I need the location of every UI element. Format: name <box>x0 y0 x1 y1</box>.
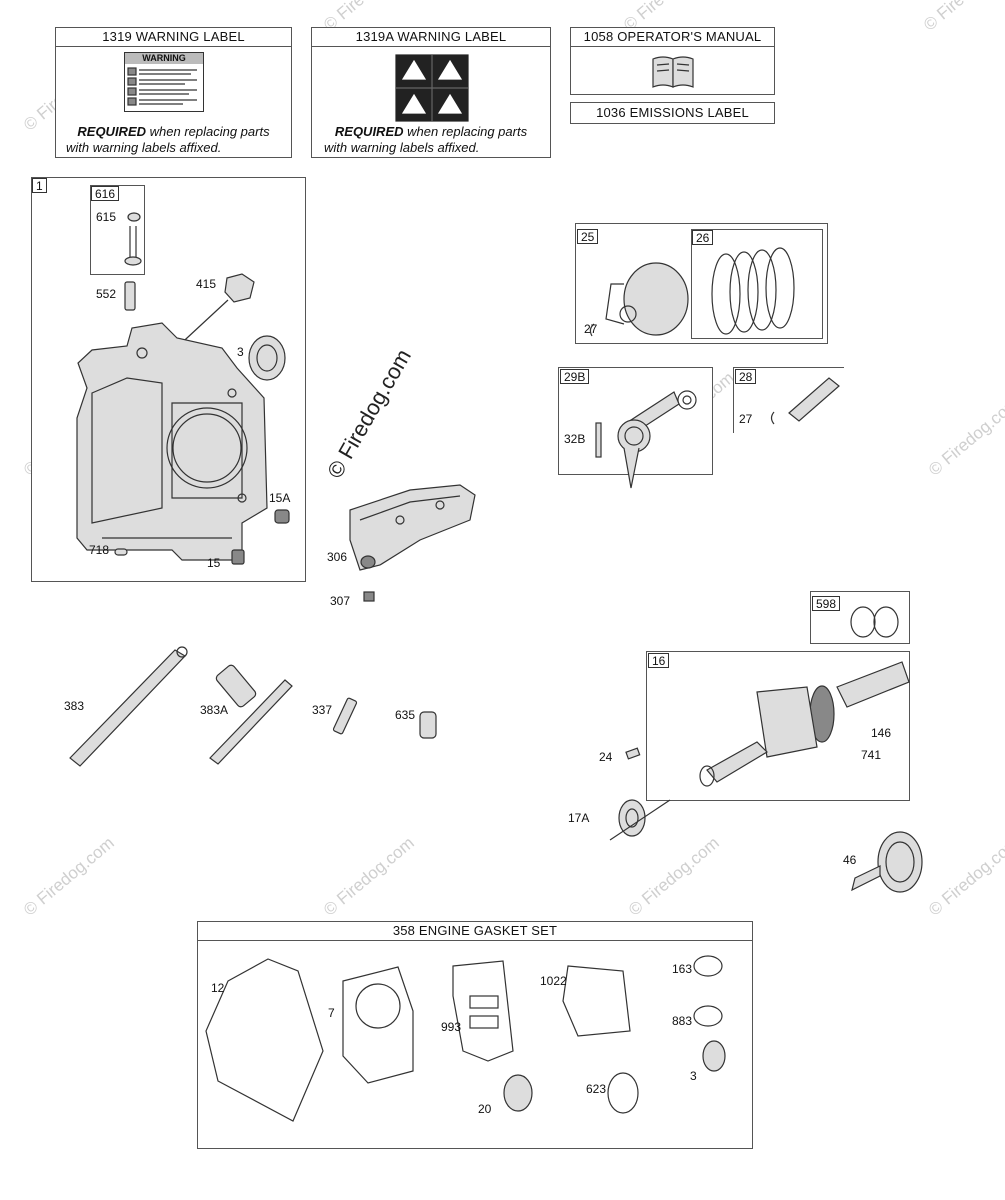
required-note: REQUIRED when replacing parts <box>77 124 270 139</box>
operators-manual-box: 1058 OPERATOR'S MANUAL <box>570 27 775 95</box>
part-label: 615 <box>96 210 117 224</box>
part-label: 552 <box>96 287 117 301</box>
warning-label-1319a-box: 1319A WARNING LABEL REQUIRED when replac… <box>311 27 551 158</box>
part-label: 27 <box>739 412 753 426</box>
warning-text-lines-icon <box>127 67 197 106</box>
watermark: © Firedog.com <box>925 393 1005 480</box>
part-label: 306 <box>327 550 348 564</box>
watermark: © Firedog.com <box>920 0 1005 35</box>
warning-label-1319a-title: 1319A WARNING LABEL <box>312 28 550 47</box>
key-drawing <box>625 747 641 760</box>
piston-drawing <box>589 247 795 337</box>
hazard-symbols-icon <box>395 54 469 122</box>
cylinder-shield-drawing <box>349 484 476 602</box>
part-label: 383 <box>64 699 85 713</box>
engine-block-drawing <box>76 212 290 565</box>
part-label: 15A <box>269 491 291 505</box>
piston-pin-box: 28 27 <box>733 367 844 433</box>
part-label: 635 <box>395 708 416 722</box>
part-label: 17A <box>568 811 590 825</box>
part-label: 146 <box>871 726 892 740</box>
gasket-set-title: 358 ENGINE GASKET SET <box>198 922 752 941</box>
crankshaft-box: 16 146 741 <box>646 651 910 801</box>
part-label: 46 <box>843 853 857 867</box>
part-label: 20 <box>478 1102 492 1116</box>
part-label: 27 <box>584 322 598 336</box>
emissions-label-box: 1036 EMISSIONS LABEL <box>570 102 775 124</box>
part-label: 15 <box>207 556 221 570</box>
group-ref-tag: 25 <box>577 229 599 244</box>
warning-sticker-heading: WARNING <box>125 53 203 64</box>
warning-label-1319-title: 1319 WARNING LABEL <box>56 28 291 47</box>
part-label: 993 <box>441 1020 462 1034</box>
part-label: 1022 <box>540 974 567 988</box>
copyright-text: © Firedog.com <box>322 344 416 483</box>
part-label: 883 <box>672 1014 693 1028</box>
warning-sticker-image: WARNING <box>124 52 204 112</box>
gaskets-drawing <box>205 955 726 1122</box>
connecting-rod-box: 29B 32B <box>558 367 713 489</box>
group-ref-tag: 616 <box>91 186 120 201</box>
rods-drawing <box>69 646 437 767</box>
connecting-rod-drawing <box>595 390 697 489</box>
group-ref-tag: 29B <box>560 369 590 384</box>
watermark: © Firedog.com <box>20 833 118 920</box>
part-label: 3 <box>690 1069 697 1083</box>
emissions-label-title: 1036 EMISSIONS LABEL <box>596 105 749 120</box>
part-label: 7 <box>328 1006 335 1020</box>
group-ref-tag: 16 <box>648 653 670 668</box>
part-label: 415 <box>196 277 217 291</box>
piston-pin-drawing <box>770 377 840 425</box>
gasket-set-box: 358 ENGINE GASKET SET 12 7 993 1022 163 … <box>197 921 753 1149</box>
shims-drawing <box>850 606 899 638</box>
part-label: 337 <box>312 703 333 717</box>
crankshaft-drawing <box>699 661 910 787</box>
piston-group-box: 25 26 27 <box>575 223 828 344</box>
shim-box: 598 <box>810 591 910 644</box>
group-ref-tag: 1 <box>32 178 47 193</box>
group-ref-tag: 28 <box>735 369 757 384</box>
part-label: 307 <box>330 594 351 608</box>
watermark: © Firedog.com <box>320 833 418 920</box>
part-label: 383A <box>200 703 229 717</box>
part-label: 24 <box>599 750 613 764</box>
part-label: 623 <box>586 1082 607 1096</box>
bearing-drawing <box>609 799 671 841</box>
operators-manual-title: 1058 OPERATOR'S MANUAL <box>571 28 774 47</box>
required-note-line2: with warning labels affixed. <box>324 140 480 155</box>
part-label: 741 <box>861 748 882 762</box>
camshaft-drawing <box>851 831 923 893</box>
part-label: 718 <box>89 543 110 557</box>
group-ref-tag: 598 <box>812 596 841 611</box>
required-note: REQUIRED when replacing parts <box>334 124 528 139</box>
required-note-line2: with warning labels affixed. <box>66 140 222 155</box>
part-label: 32B <box>564 432 586 446</box>
warning-label-1319-box: 1319 WARNING LABEL WARNING REQUIRED when… <box>55 27 292 158</box>
part-label: 3 <box>237 345 244 359</box>
part-label: 12 <box>211 981 225 995</box>
part-label: 163 <box>672 962 693 976</box>
engine-block-group-box: 1 616 615 552 415 3 15A 718 15 <box>31 177 306 582</box>
group-ref-tag: 26 <box>692 230 714 245</box>
manual-book-icon <box>652 56 694 88</box>
